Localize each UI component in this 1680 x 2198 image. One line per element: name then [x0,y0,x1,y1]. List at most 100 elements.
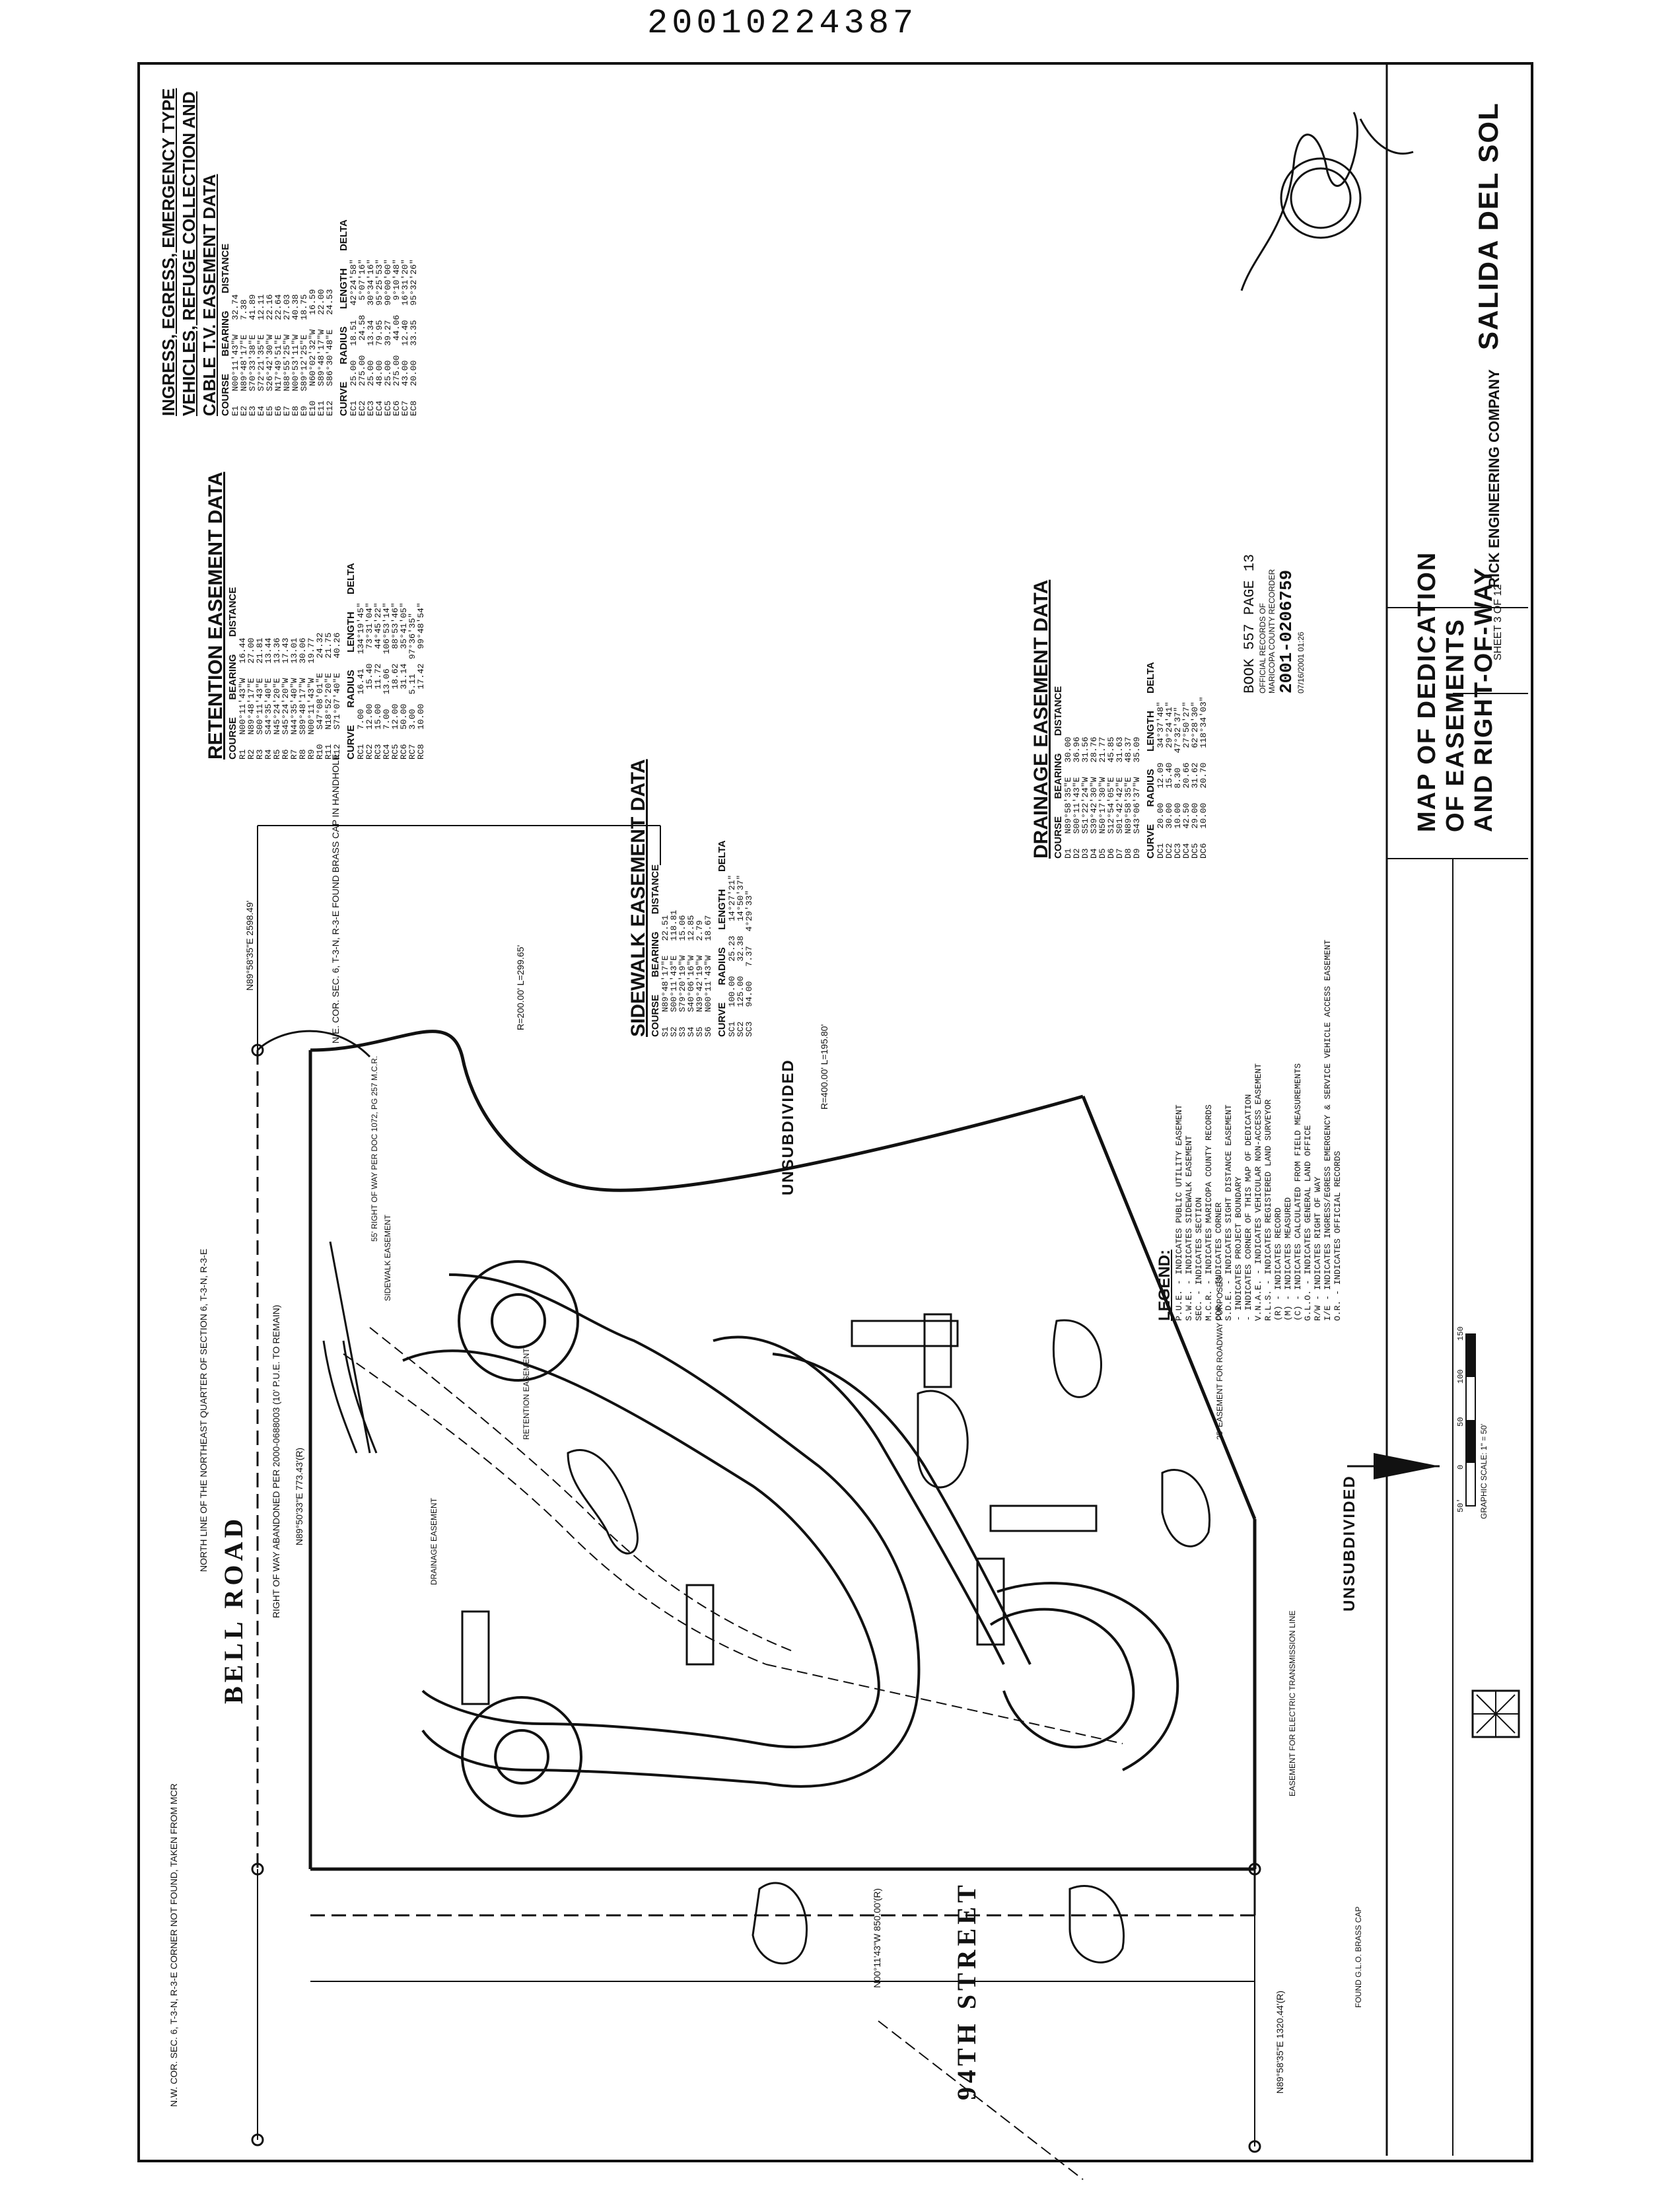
ingress-curve-rows: EC125.0018.5142°24'58"EC2275.0024.585°07… [349,46,419,416]
ingress-line-cell: S86°30'48"E [325,329,335,386]
recording-county: MARICOPA COUNTY RECORDER [1267,569,1277,693]
retention-curve-row: RC8 10.00 17.42 99°48'54" [416,472,426,760]
ingress-head-length: LENGTH [338,268,349,309]
retention-head-curve: CURVE [345,725,357,760]
document-number: 20010224387 [647,4,918,43]
sidewalk-line-row: S6N00°11'43"W18.67 [703,759,713,1037]
scale-tick-0: 50' [1456,1498,1465,1512]
scale-tick-2: 50 [1456,1417,1465,1427]
legend-item: I/E - INDICATES INGRESS/EGRESS EMERGENCY… [1323,939,1333,1321]
bearing-bottom-label: N89°58'35"E 1320.44'(R) [1275,1990,1285,2094]
drainage-easement-lines [343,1327,1123,1744]
drainage-head-delta: DELTA [1145,662,1156,694]
row-abandoned-note: RIGHT OF WAY ABANDONED PER 2000-0688003 … [271,1304,281,1618]
scale-tick-4: 150 [1456,1326,1465,1341]
sidewalk-line-cell: S6 [703,1026,713,1037]
sidewalk-head-distance: DISTANCE [650,864,661,915]
drainage-head-curve: CURVE [1145,824,1156,859]
retention-line-cell: S71°07'40"E [332,672,342,730]
drainage-easement-table: DRAINAGE EASEMENT DATA COURSE BEARING DI… [1030,580,1208,859]
retention-curve-cell: 10.00 [416,703,426,730]
retention-curve-cell: RC8 [416,744,426,760]
drainage-curve-row: DC610.0020.70118°34'03" [1199,580,1208,859]
transmission-easement-label: EASEMENT FOR ELECTRIC TRANSMISSION LINE [1288,1610,1297,1796]
drainage-line-cell: 35.09 [1132,736,1142,763]
drainage-line-row: D9 S43°06'37"W 35.09 [1132,580,1142,859]
drainage-line-cell: S43°06'37"W [1132,777,1142,834]
sidewalk-easement-strip [322,1241,378,1454]
retention-head-radius: RADIUS [345,670,357,708]
curve-mid-label: R=400.00' L=195.80' [819,1024,829,1110]
map-title-line-1: MAP OF DEDICATION [1413,551,1441,832]
sidewalk-line-cell: 18.67 [703,915,713,941]
ingress-table-title: INGRESS, EGRESS, EMERGENCY TYPE VEHICLES… [158,88,219,416]
survey-monuments [251,1044,1261,2153]
recording-official: OFFICIAL RECORDS OF [1258,603,1267,693]
unsubdivided-label-east: UNSUBDIVIDED [1341,1475,1358,1612]
ingress-curve-cell: 33.35 [409,320,419,346]
sidewalk-curve-cell: 4°29'33" [744,890,754,932]
drainage-line-cell: D9 [1132,848,1142,859]
retention-curve-cell: 99°48'54" [416,602,426,649]
ingress-line-cell: 24.53 [325,289,335,315]
row-55-label: 55' RIGHT OF WAY PER DOC 1072, PG 257 M.… [370,1055,379,1242]
project-boundary [256,1030,1257,1917]
legend-item: P.U.E. - INDICATES PUBLIC UTILITY EASEME… [1174,1104,1184,1321]
legend-item: R/W - INDICATES RIGHT OF WAY [1313,1176,1323,1321]
graphic-scale-label: GRAPHIC SCALE: 1" = 50' [1479,1423,1488,1519]
sidewalk-head-bearing: BEARING [650,931,661,977]
drainage-head-length: LENGTH [1145,711,1156,752]
retention-head-course: COURSE [227,717,238,760]
ingress-curve-row: EC820.0033.3595°32'26" [409,46,419,416]
retention-table-title: RETENTION EASEMENT DATA [205,472,227,760]
94th-street-label: 94TH STREET [952,1881,981,2100]
legend-item: S.W.E. - INDICATES SIDEWALK EASEMENT [1184,1135,1194,1321]
ingress-head-course: COURSE [220,373,231,416]
recording-stamp: BOOK 557 PAGE 13 OFFICIAL RECORDS OF MAR… [1242,554,1306,693]
map-title-line-2: OF EASEMENTS [1442,618,1469,832]
engineer-name: RICK ENGINEERING COMPANY [1486,369,1502,588]
retention-easement-label: RETENTION EASEMENT [522,1348,531,1440]
legend-items: P.U.E. - INDICATES PUBLIC UTILITY EASEME… [1174,940,1343,1321]
map-title-block: MAP OF DEDICATION OF EASEMENTS AND RIGHT… [1413,551,1498,832]
sidewalk-head-radius: RADIUS [717,947,728,985]
retention-head-length: LENGTH [345,612,357,653]
recording-book: BOOK 557 PAGE 13 [1242,553,1258,693]
retention-head-bearing: BEARING [227,654,238,700]
sidewalk-curve-cell: 94.00 [744,981,754,1007]
drainage-curve-cell: 20.70 [1199,762,1208,789]
drainage-head-radius: RADIUS [1145,769,1156,807]
legend-item: V.N.A.E. - INDICATES VEHICULAR NON-ACCES… [1253,1063,1263,1321]
sidewalk-curve-cell: 7.37 [744,946,754,967]
bearing-top-label: N89°58'35"E 2598.49' [244,900,255,991]
legend-item: R.L.S. - INDICATES REGISTERED LAND SURVE… [1263,1099,1273,1321]
sidewalk-head-curve: CURVE [717,1002,728,1037]
north-line-note: NORTH LINE OF THE NORTHEAST QUARTER OF S… [198,1248,209,1572]
retention-curve-cell: 17.42 [416,663,426,690]
nw-corner-note: N.W. COR. SEC. 6, T-3-N, R-3-E CORNER NO… [168,1783,179,2107]
scale-tick-3: 100 [1456,1369,1465,1384]
bell-road-label: BELL ROAD [219,1514,248,1704]
drainage-easement-label: DRAINAGE EASEMENT [429,1497,438,1585]
retention-line-cell: 40.26 [332,632,342,658]
ingress-head-delta: DELTA [338,219,349,252]
legend-item: (M) - INDICATES MEASURED [1283,1197,1293,1321]
subdivision-name: SALIDA DEL SOL [1473,102,1504,350]
scale-tick-1: 0 [1456,1464,1465,1470]
drainage-head-bearing: BEARING [1053,753,1064,799]
legend-item: (C) - INDICATES CALCULATED FROM FIELD ME… [1293,1063,1303,1321]
ingress-curve-cell: 20.00 [409,360,419,386]
retention-line-row: R12S71°07'40"E40.26 [332,472,342,760]
sidewalk-curve-rows: SC1100.0025.2314°27'21"SC2125.0032.3814°… [727,759,754,1037]
legend-title: LEGEND: [1156,1250,1173,1321]
driveway-stubs [461,1313,1098,1705]
legend-item: S.D.E. - INDICATES SIGHT DISTANCE EASEME… [1224,1104,1234,1321]
retention-basins [567,1319,1210,1965]
ingress-head-distance: DISTANCE [220,243,231,294]
legend-item: G.L.O. - INDICATES GENERAL LAND OFFICE [1303,1125,1313,1321]
recording-date: 07/16/2001 01:26 [1296,631,1306,693]
